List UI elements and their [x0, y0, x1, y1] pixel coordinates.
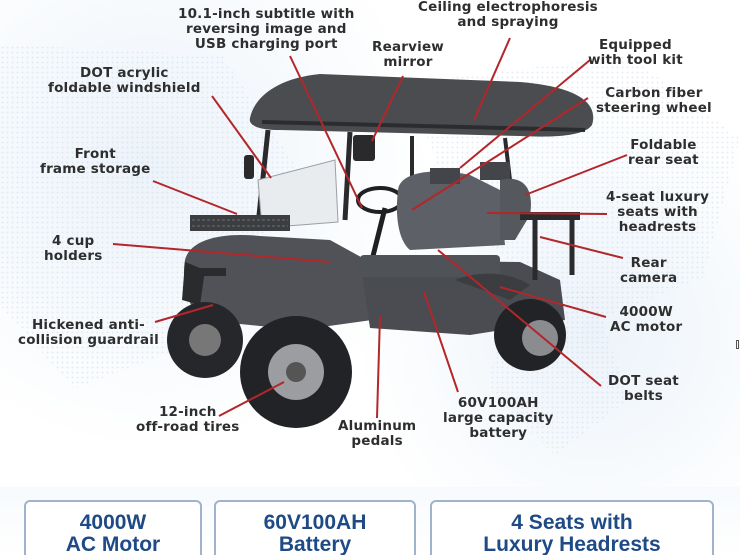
callout-ac-motor: 4000W AC motor: [610, 305, 682, 335]
callout-line: USB charging port: [194, 36, 338, 52]
callout-tool-kit: Equipped with tool kit: [588, 38, 683, 68]
callout-line: holders: [44, 248, 103, 264]
callout-line: 60V100AH: [457, 395, 539, 411]
callout-line: rear seat: [628, 152, 699, 168]
callout-luxury-seats: 4-seat luxury seats with headrests: [606, 190, 709, 235]
callout-line: AC motor: [610, 319, 683, 335]
callout-tires: 12-inch off-road tires: [136, 405, 240, 435]
callout-line: headrests: [618, 219, 697, 235]
callout-line: 10.1-inch subtitle with: [178, 6, 355, 22]
feature-line: Luxury Headrests: [483, 533, 661, 555]
golf-cart-image: [112, 37, 628, 428]
callout-line: DOT seat: [608, 373, 679, 389]
callout-battery: 60V100AH large capacity battery: [443, 396, 553, 441]
callout-rearview-mirror: Rearview mirror: [372, 40, 444, 70]
callout-line: Carbon fiber: [605, 85, 703, 101]
callout-line: belts: [624, 388, 663, 404]
callout-line: Foldable: [630, 137, 697, 153]
callout-windshield: DOT acrylic foldable windshield: [48, 66, 201, 96]
callout-line: 12-inch: [158, 404, 217, 420]
callout-line: large capacity: [443, 410, 554, 426]
feature-line: 60V100AH: [263, 511, 367, 534]
feature-line: Battery: [278, 533, 352, 555]
callout-guardrail: Hickened anti- collision guardrail: [18, 318, 159, 348]
callout-line: steering wheel: [596, 100, 712, 116]
callout-line: Equipped: [598, 37, 672, 53]
leader-lines: [112, 37, 628, 419]
callout-line: off-road tires: [136, 419, 240, 435]
callout-line: with tool kit: [588, 52, 683, 68]
callout-line: reversing image and: [185, 21, 347, 37]
callout-line: collision guardrail: [18, 332, 159, 348]
edge-artifact: [736, 340, 739, 349]
callout-line: and spraying: [457, 14, 559, 30]
callout-line: Front: [74, 146, 116, 162]
feature-line: 4 Seats with: [511, 511, 633, 534]
feature-box-seats: 4 Seats with Luxury Headrests: [430, 500, 714, 555]
callout-line: frame storage: [40, 161, 151, 177]
callout-line: Hickened anti-: [31, 317, 145, 333]
callout-rear-seat: Foldable rear seat: [628, 138, 699, 168]
callout-line: seats with: [617, 204, 698, 220]
callout-ceiling: Ceiling electrophoresis and spraying: [418, 0, 598, 30]
callout-rear-camera: Rear camera: [620, 256, 677, 286]
callout-line: battery: [469, 425, 528, 441]
feature-highlights: 4000W AC Motor 60V100AH Battery 4 Seats …: [0, 487, 740, 555]
callout-line: Ceiling electrophoresis: [418, 0, 598, 15]
callout-line: Rearview: [372, 39, 444, 55]
callout-front-storage: Front frame storage: [40, 147, 151, 177]
callout-line: 4 cup: [52, 233, 95, 249]
callout-line: pedals: [351, 433, 403, 449]
feature-line: AC Motor: [65, 533, 161, 555]
feature-line: 4000W: [79, 511, 147, 534]
callout-line: 4000W: [619, 304, 673, 320]
feature-box-motor: 4000W AC Motor: [24, 500, 202, 555]
callout-steering-wheel: Carbon fiber steering wheel: [596, 86, 712, 116]
callout-line: camera: [620, 270, 678, 286]
callout-line: Rear: [630, 255, 667, 271]
callout-subtitle-screen: 10.1-inch subtitle with reversing image …: [178, 7, 355, 52]
callout-seat-belts: DOT seat belts: [608, 374, 679, 404]
callout-pedals: Aluminum pedals: [338, 419, 416, 449]
callout-line: Aluminum: [338, 418, 417, 434]
feature-box-battery: 60V100AH Battery: [214, 500, 416, 555]
callout-line: 4-seat luxury: [606, 189, 710, 205]
callout-line: foldable windshield: [48, 80, 201, 96]
callout-line: mirror: [383, 54, 433, 70]
callout-cup-holders: 4 cup holders: [44, 234, 102, 264]
callout-line: DOT acrylic: [79, 65, 169, 81]
